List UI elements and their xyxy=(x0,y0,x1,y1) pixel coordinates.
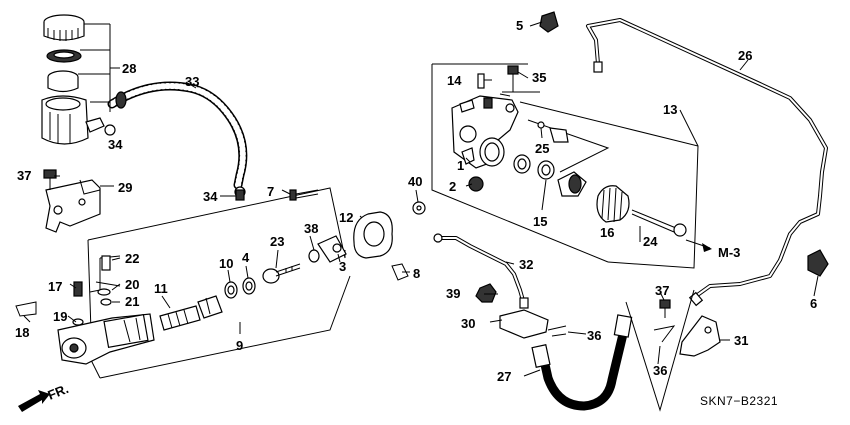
callout-12: 12 xyxy=(339,210,353,225)
callout-6: 6 xyxy=(810,296,817,311)
callout-20: 20 xyxy=(125,277,139,292)
callout-37a: 37 xyxy=(17,168,31,183)
callout-13: 13 xyxy=(663,102,677,117)
callout-35: 35 xyxy=(532,70,546,85)
flex-hose-group xyxy=(433,233,695,412)
reservoir-hose xyxy=(104,81,248,198)
diagram-code: SKN7−B2321 xyxy=(700,394,778,408)
leader-lines xyxy=(23,21,819,377)
callout-29: 29 xyxy=(118,180,132,195)
callout-23: 23 xyxy=(270,234,284,249)
callout-10: 10 xyxy=(219,256,233,271)
callout-3: 3 xyxy=(339,259,346,274)
callout-27: 27 xyxy=(497,369,511,384)
callout-2: 2 xyxy=(449,179,456,194)
callout-31: 31 xyxy=(734,333,748,348)
callout-37b: 37 xyxy=(655,283,669,298)
callout-25: 25 xyxy=(535,141,549,156)
clutch-pipe xyxy=(539,11,829,307)
callout-36a: 36 xyxy=(587,328,601,343)
callout-24: 24 xyxy=(643,234,658,249)
callout-26: 26 xyxy=(738,48,752,63)
callout-4: 4 xyxy=(242,250,250,265)
callout-36b: 36 xyxy=(653,363,667,378)
reservoir-group xyxy=(41,14,105,233)
callout-39: 39 xyxy=(446,286,460,301)
callout-5: 5 xyxy=(516,18,523,33)
callout-17: 17 xyxy=(48,279,62,294)
callout-8: 8 xyxy=(413,266,420,281)
callout-18: 18 xyxy=(15,325,29,340)
callout-9: 9 xyxy=(236,338,243,353)
callout-11: 11 xyxy=(154,281,168,296)
callout-14: 14 xyxy=(447,73,462,88)
callout-34a: 34 xyxy=(108,137,123,152)
callout-34b: 34 xyxy=(203,189,218,204)
callout-32: 32 xyxy=(519,257,533,272)
hose-bracket-group xyxy=(653,299,721,357)
callout-labels: 1 2 3 4 5 6 7 8 9 10 11 12 13 14 15 16 1… xyxy=(15,18,817,408)
callout-40: 40 xyxy=(408,174,422,189)
slave-cylinder-group xyxy=(431,63,699,269)
callout-7: 7 xyxy=(267,184,274,199)
callout-28: 28 xyxy=(122,61,136,76)
direction-label: FR. xyxy=(46,381,71,403)
master-cylinder-group xyxy=(15,187,426,379)
callout-33: 33 xyxy=(185,74,199,89)
callout-30: 30 xyxy=(461,316,475,331)
callout-21: 21 xyxy=(125,294,139,309)
callout-19: 19 xyxy=(53,309,67,324)
callout-15: 15 xyxy=(533,214,547,229)
callout-16: 16 xyxy=(600,225,614,240)
reference-label: M-3 xyxy=(718,245,740,260)
callout-1: 1 xyxy=(457,158,464,173)
callout-38: 38 xyxy=(304,221,318,236)
callout-22: 22 xyxy=(125,251,139,266)
